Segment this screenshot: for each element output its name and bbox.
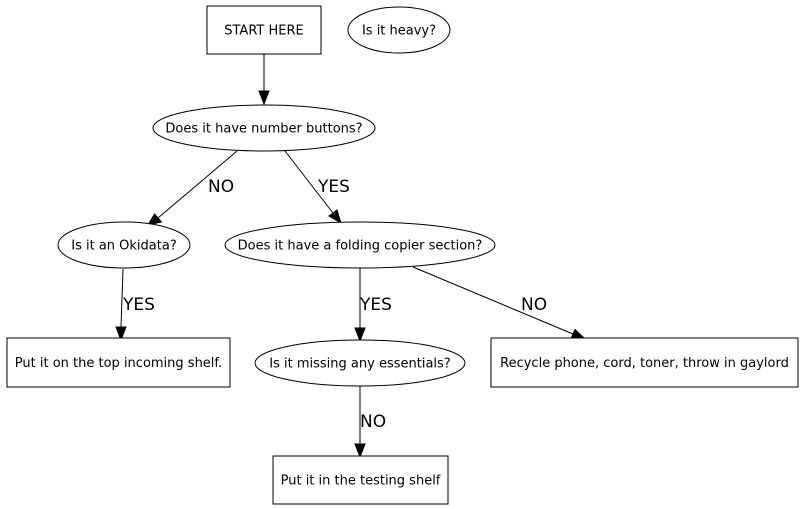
- node-folding-copier: Does it have a folding copier section?: [224, 221, 496, 269]
- node-recycle: Recycle phone, cord, toner, throw in gay…: [490, 337, 799, 388]
- node-start-here: START HERE: [206, 5, 322, 55]
- edge-start-to-number-buttons: [258, 54, 270, 106]
- node-label: Is it heavy?: [362, 24, 436, 39]
- node-number-buttons: Does it have number buttons?: [152, 104, 376, 152]
- edge-folding-copier-to-missing-essentials: YES: [354, 267, 392, 343]
- node-label: Is it an Okidata?: [71, 239, 176, 254]
- node-label: Does it have number buttons?: [165, 122, 362, 137]
- node-label: Put it in the testing shelf: [281, 474, 441, 489]
- node-is-it-heavy: Is it heavy?: [347, 6, 451, 54]
- edge-label-no: NO: [208, 177, 234, 197]
- node-missing-essentials: Is it missing any essentials?: [254, 339, 466, 387]
- edge-label-no: NO: [521, 295, 547, 315]
- edge-label-yes: YES: [317, 177, 350, 197]
- node-label: Is it missing any essentials?: [269, 357, 450, 372]
- node-label: Does it have a folding copier section?: [238, 239, 483, 254]
- edge-missing-essentials-to-testing-shelf: NO: [354, 386, 386, 459]
- node-label: Put it on the top incoming shelf.: [15, 356, 222, 371]
- edge-folding-copier-to-recycle: NO: [412, 266, 587, 340]
- node-label: Recycle phone, cord, toner, throw in gay…: [500, 356, 789, 371]
- edge-label-yes: YES: [122, 295, 155, 315]
- edge-number-buttons-to-folding-copier: YES: [284, 150, 350, 225]
- edge-label-no: NO: [360, 412, 386, 432]
- edge-label-yes: YES: [359, 295, 392, 315]
- node-testing-shelf: Put it in the testing shelf: [272, 455, 449, 505]
- node-top-incoming-shelf: Put it on the top incoming shelf.: [6, 337, 231, 388]
- edge-number-buttons-to-okidata: NO: [146, 150, 238, 226]
- node-label: START HERE: [224, 24, 303, 39]
- node-is-it-okidata: Is it an Okidata?: [57, 221, 191, 269]
- edge-okidata-to-top-shelf: YES: [115, 268, 155, 342]
